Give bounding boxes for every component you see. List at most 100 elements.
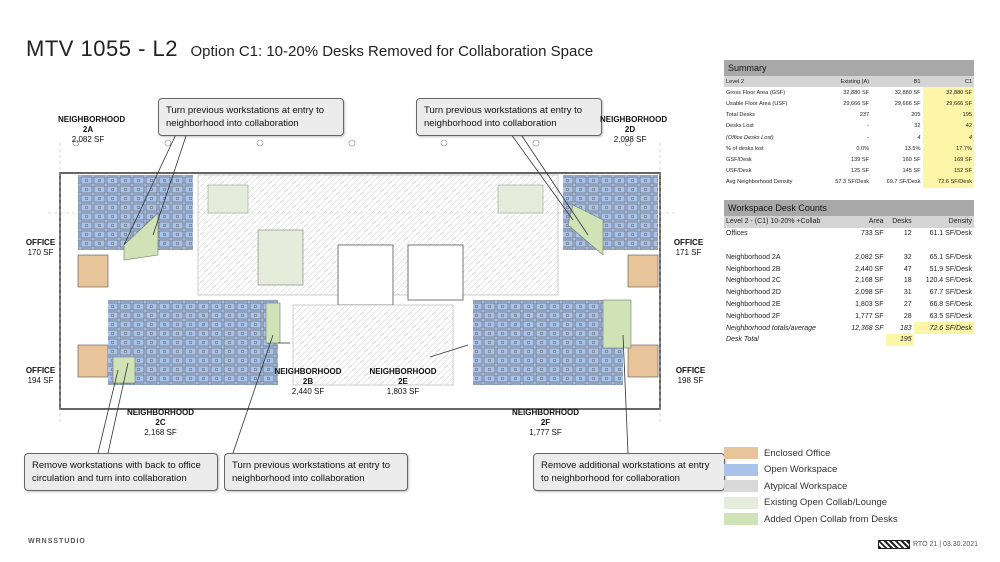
callout-2c: Remove workstations with back to office …	[24, 453, 218, 491]
legend-swatch	[724, 447, 758, 460]
legend-item: Open Workspace	[724, 462, 898, 479]
label-office-198-area: 198 SF	[677, 376, 704, 385]
title-main: MTV 1055 - L2	[26, 36, 179, 61]
cell: 32,880 SF	[922, 87, 974, 99]
cell	[914, 240, 974, 252]
cell: 12	[903, 230, 912, 238]
cell: Neighborhood 2B	[726, 265, 781, 273]
cell: 2,440 SF	[855, 265, 884, 273]
cell: -	[867, 134, 870, 141]
footer-pattern-icon	[878, 540, 910, 549]
cell: 1,777 SF	[855, 312, 884, 320]
cell: 139 SF	[851, 156, 870, 163]
legend-label: Atypical Workspace	[764, 480, 848, 492]
cell	[914, 334, 974, 346]
footer-date-text: RTO 21 | 03.30.2021	[913, 541, 978, 548]
desk-counts-table: Workspace Desk Counts Level 2 - (C1) 10-…	[724, 200, 974, 346]
cell: 67.7 SF/Desk	[929, 289, 972, 297]
cell: 72.6 SF/Desk	[913, 322, 974, 334]
cell: 12,368 SF	[851, 324, 884, 332]
label-office-194: OFFICE 194 SF	[18, 366, 63, 386]
cell: 17.7%	[922, 143, 974, 155]
label-office-171-area: 171 SF	[675, 248, 702, 257]
label-n2c: NEIGHBORHOOD 2C 2,168 SF	[123, 408, 198, 438]
legend-swatch	[724, 513, 758, 526]
cell: -	[867, 123, 870, 130]
cell: 51.9 SF/Desk	[929, 265, 972, 273]
summary-title: Summary	[724, 60, 974, 76]
label-n2d-name: NEIGHBORHOOD 2D	[600, 115, 668, 134]
callout-2f: Remove additional workstations at entry …	[533, 453, 725, 491]
summary-header-cell: Existing (A)	[819, 76, 872, 88]
cell: 18	[903, 277, 912, 285]
cell: 61.1 SF/Desk	[929, 230, 972, 238]
label-n2d-area: 2,098 SF	[613, 135, 647, 144]
cell: 237	[859, 112, 870, 119]
label-office-194-name: OFFICE	[25, 366, 56, 375]
counts-header-cell: Desks	[885, 216, 914, 228]
cell: 42	[922, 120, 974, 132]
cell: Neighborhood 2E	[726, 300, 781, 308]
cell: 183	[899, 324, 912, 332]
cell: 29,666 SF	[894, 100, 921, 107]
cell: 160 SF	[902, 156, 921, 163]
cell: 72.6 SF/Desk	[922, 176, 974, 188]
cell: 69.7 SF/Desk	[886, 179, 921, 186]
label-n2c-name: NEIGHBORHOOD 2C	[126, 408, 195, 427]
title-subtitle: Option C1: 10-20% Desks Removed for Coll…	[190, 43, 594, 60]
cell: 57.3 SF/Desk	[835, 179, 870, 186]
cell: 65.1 SF/Desk	[929, 253, 972, 261]
counts-grid: Level 2 - (C1) 10-20% +Collab Area Desks…	[724, 216, 974, 346]
cell: Avg Neighborhood Density	[726, 179, 793, 186]
cell: 29,666 SF	[922, 98, 974, 110]
cell: 47	[903, 265, 912, 273]
legend-item: Enclosed Office	[724, 445, 898, 462]
label-n2e-name: NEIGHBORHOOD 2E	[369, 367, 437, 386]
cell: Usable Floor Area (USF)	[726, 100, 788, 107]
cell: 195	[922, 109, 974, 121]
label-office-198-name: OFFICE	[675, 366, 706, 375]
cell: 66.8 SF/Desk	[929, 300, 972, 308]
cell: 13.5%	[904, 145, 921, 152]
footer-date: RTO 21 | 03.30.2021	[878, 540, 978, 549]
label-office-198: OFFICE 198 SF	[668, 366, 713, 386]
label-n2f-name: NEIGHBORHOOD 2F	[511, 408, 580, 427]
cell: 63.5 SF/Desk	[929, 312, 972, 320]
summary-header-cell: B1	[871, 76, 923, 88]
counts-header-row: Level 2 - (C1) 10-20% +Collab Area Desks…	[724, 216, 974, 228]
counts-header-cell: Area	[841, 216, 886, 228]
cell: 32	[903, 253, 912, 261]
cell: Total Desks	[726, 112, 755, 119]
cell: GSF/Desk	[726, 156, 752, 163]
label-n2c-area: 2,168 SF	[144, 428, 177, 437]
legend-label: Existing Open Collab/Lounge	[764, 497, 888, 509]
label-n2a: NEIGHBORHOOD 2A 2,082 SF	[58, 115, 125, 145]
cell: 125 SF	[851, 168, 870, 175]
summary-row: Avg Neighborhood Density 57.3 SF/Desk 69.7…	[724, 176, 974, 188]
cell	[886, 240, 914, 252]
legend-label: Enclosed Office	[764, 447, 831, 459]
summary-header-cell: C1	[922, 76, 974, 88]
cell: 733 SF	[860, 230, 884, 238]
counts-row: Neighborhood 2B 2,440 SF 47 51.9 SF/Desk	[724, 263, 974, 275]
cell: 27	[903, 300, 912, 308]
cell: (Office Desks Lost)	[726, 134, 774, 141]
summary-table: Summary Level 2 Existing (A) B1 C1 Gross…	[724, 60, 974, 188]
legend-swatch	[724, 480, 758, 493]
cell: Desk Total	[726, 336, 759, 344]
label-n2b-name: NEIGHBORHOOD 2B	[274, 367, 342, 386]
cell: 195	[885, 333, 914, 346]
label-n2f: NEIGHBORHOOD 2F 1,777 SF	[508, 408, 583, 438]
cell: Neighborhood 2F	[726, 312, 781, 320]
